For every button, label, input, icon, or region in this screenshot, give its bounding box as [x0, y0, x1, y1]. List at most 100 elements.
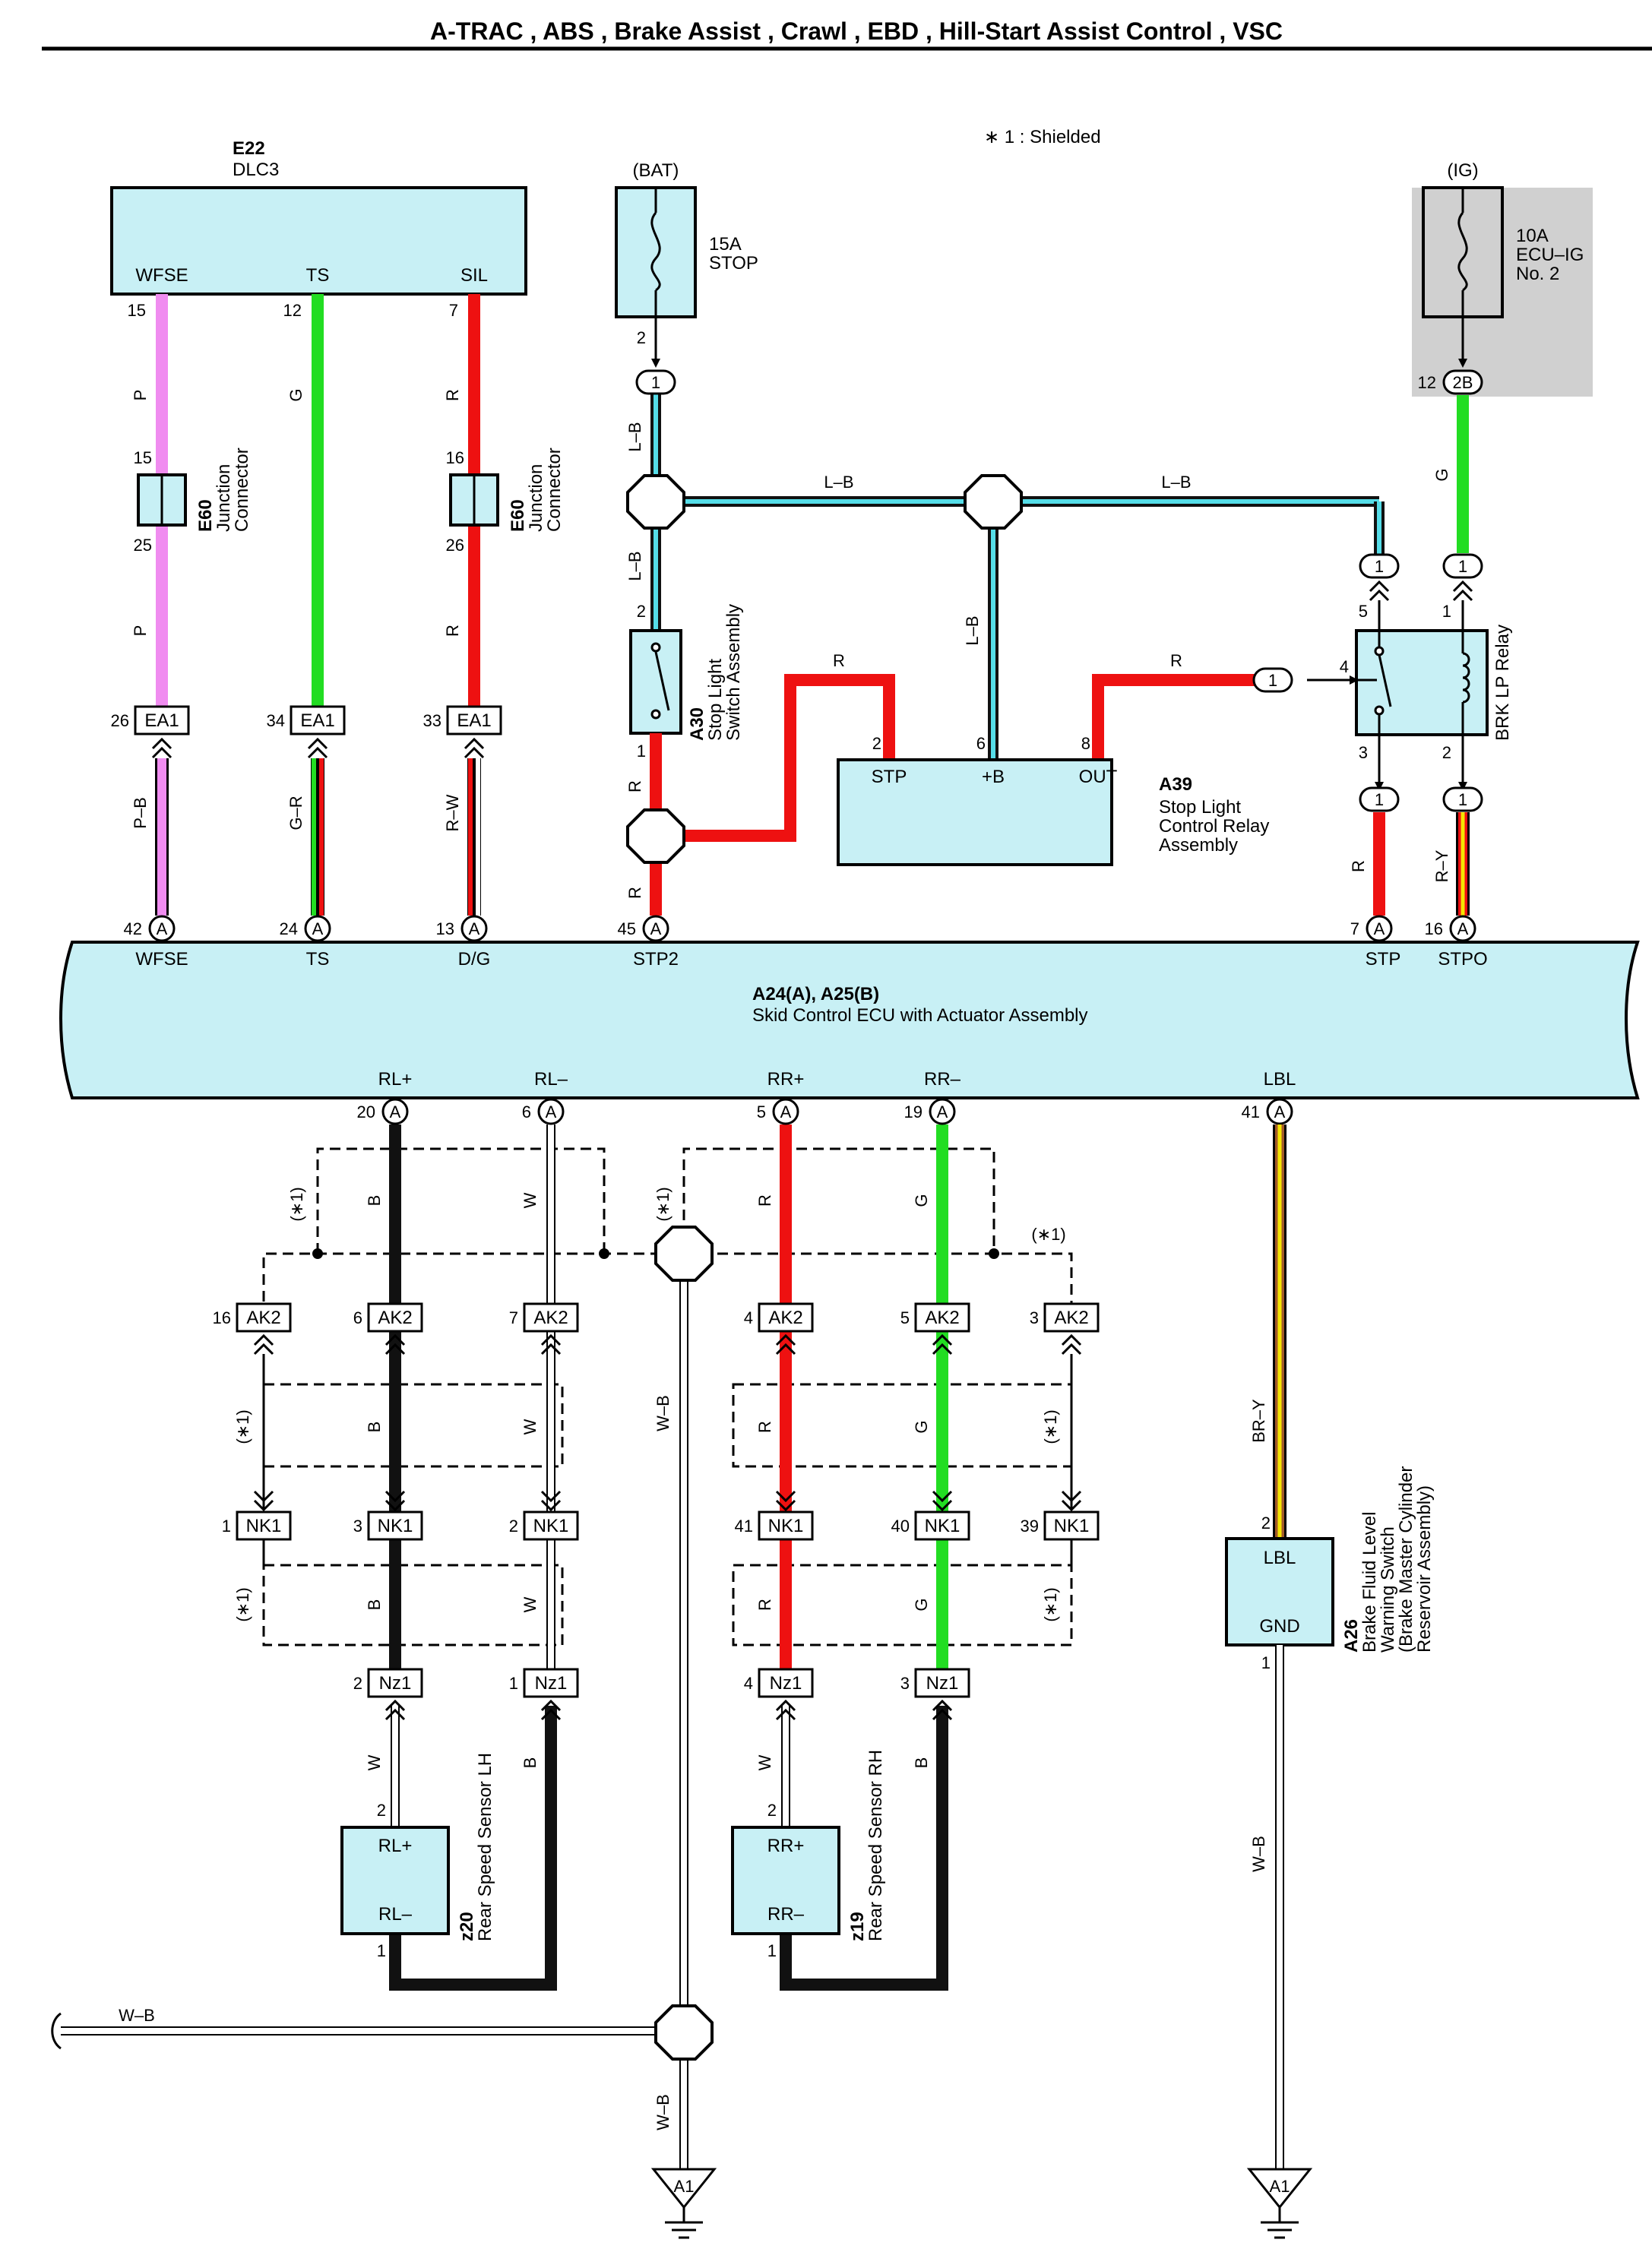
brk-lp-out-connector: 1: [1252, 667, 1359, 693]
svg-text:(IG): (IG): [1447, 160, 1478, 181]
ak2-connectors: AK2 16 AK2 6 AK2 7 AK2 4 AK2 5 AK2 3: [213, 1302, 1100, 1333]
ecu-bottom-pins: A 20 A 6 A 5 A 19 A 41: [357, 1098, 1293, 1125]
svg-text:1: 1: [637, 742, 646, 761]
svg-text:WFSE: WFSE: [135, 949, 188, 970]
svg-text:41: 41: [735, 1517, 753, 1536]
shield-note: ∗ 1 : Shielded: [984, 127, 1101, 147]
ig-green-wire: G: [1432, 395, 1469, 553]
nk1-connectors: NK1 1 NK1 3 NK1 2 NK1 41 NK1 40 NK1 39: [222, 1510, 1100, 1565]
svg-text:24: 24: [280, 919, 298, 938]
svg-text:P: P: [131, 390, 150, 401]
nz1-mating-arrows: [385, 1699, 953, 1721]
svg-text:1: 1: [377, 1941, 386, 1960]
svg-text:1: 1: [1442, 602, 1451, 621]
svg-text:(∗1): (∗1): [287, 1187, 306, 1221]
svg-text:RL+: RL+: [378, 1069, 413, 1090]
svg-text:R: R: [755, 1421, 774, 1433]
svg-text:AK2: AK2: [768, 1308, 802, 1328]
fuse-stop-connector: 1: [635, 317, 676, 395]
svg-text:B: B: [521, 1757, 540, 1769]
svg-text:2: 2: [377, 1801, 386, 1820]
svg-text:6: 6: [522, 1102, 531, 1121]
svg-text:26: 26: [111, 711, 129, 730]
svg-text:Reservoir Assembly): Reservoir Assembly): [1414, 1485, 1435, 1653]
svg-text:B: B: [365, 1195, 384, 1207]
svg-text:8: 8: [1081, 734, 1090, 753]
sensor-wires: B W R G B W R G B W R G W B W B: [365, 1125, 948, 1991]
svg-text:39: 39: [1021, 1517, 1039, 1536]
stop-light-switch: 2 1 A30 Stop Light Switch Assembly: [629, 602, 744, 761]
dlc3-pin-wfse: WFSE: [135, 265, 188, 286]
ak2-mating-arrows: [253, 1333, 1082, 1512]
svg-text:Stop Light: Stop Light: [705, 659, 726, 741]
svg-text:R: R: [625, 887, 644, 899]
svg-text:(Brake Master Cylinder: (Brake Master Cylinder: [1396, 1466, 1416, 1653]
svg-text:34: 34: [267, 711, 285, 730]
svg-text:2: 2: [1261, 1514, 1271, 1533]
svg-text:2: 2: [637, 602, 646, 621]
svg-text:13: 13: [436, 919, 454, 938]
svg-text:16: 16: [1425, 919, 1443, 938]
svg-text:RL+: RL+: [378, 1836, 413, 1856]
svg-text:L–B: L–B: [963, 615, 982, 645]
svg-text:5: 5: [900, 1308, 910, 1327]
svg-text:1: 1: [1375, 557, 1384, 576]
svg-text:1: 1: [1375, 790, 1384, 809]
svg-text:10A: 10A: [1516, 226, 1549, 246]
svg-text:A: A: [1457, 919, 1469, 938]
svg-text:ECU–IG: ECU–IG: [1516, 245, 1584, 265]
svg-text:A30: A30: [687, 707, 707, 741]
svg-text:26: 26: [446, 536, 464, 555]
red-wires-center: R R R R: [625, 651, 1265, 916]
svg-text:19: 19: [904, 1102, 923, 1121]
shield-labels: (∗1) (∗1) (∗1) (∗1) (∗1) (∗1) (∗1): [233, 1187, 1066, 1621]
svg-text:W: W: [365, 1754, 384, 1770]
svg-text:2: 2: [509, 1517, 518, 1536]
skid-control-ecu: A24(A), A25(B) Skid Control ECU with Act…: [59, 941, 1640, 1099]
svg-text:NK1: NK1: [768, 1516, 804, 1536]
svg-text:TS: TS: [306, 949, 330, 970]
svg-text:Connector: Connector: [544, 448, 565, 532]
ecu-top-pins: A 42 A 24 A 13 A 45 A 7 A 16: [124, 915, 1476, 942]
svg-text:P–B: P–B: [131, 797, 150, 829]
svg-text:NK1: NK1: [925, 1516, 961, 1536]
junction-connector-right: 16 26 E60 Junction Connector: [446, 448, 565, 555]
svg-text:4: 4: [744, 1674, 753, 1693]
svg-text:15: 15: [134, 448, 152, 467]
svg-text:A: A: [546, 1102, 557, 1121]
svg-text:Nz1: Nz1: [535, 1673, 568, 1694]
svg-text:E60: E60: [195, 499, 216, 532]
svg-text:12: 12: [283, 301, 302, 320]
svg-text:STP2: STP2: [633, 949, 679, 970]
svg-text:G: G: [912, 1194, 931, 1207]
svg-text:(∗1): (∗1): [654, 1187, 673, 1221]
svg-text:z20: z20: [457, 1912, 477, 1941]
svg-text:Nz1: Nz1: [379, 1673, 412, 1694]
svg-text:D/G: D/G: [458, 949, 491, 970]
svg-text:A: A: [469, 919, 480, 938]
svg-text:W–B: W–B: [654, 2094, 673, 2130]
svg-text:Warning Switch: Warning Switch: [1378, 1526, 1398, 1653]
splice-points-top: [626, 474, 1023, 530]
junction-connector-left: 15 25 E60 Junction Connector: [134, 448, 252, 555]
svg-text:G: G: [912, 1420, 931, 1433]
svg-text:R: R: [443, 389, 462, 401]
svg-text:A: A: [312, 919, 324, 938]
svg-text:G: G: [912, 1598, 931, 1611]
svg-text:16: 16: [213, 1308, 231, 1327]
svg-text:Junction: Junction: [526, 464, 546, 532]
svg-text:STP: STP: [872, 767, 907, 787]
svg-text:3: 3: [353, 1517, 362, 1536]
svg-text:NK1: NK1: [378, 1516, 413, 1536]
svg-text:3: 3: [900, 1674, 910, 1693]
svg-text:L–B: L–B: [625, 422, 644, 451]
svg-text:LBL: LBL: [1264, 1548, 1296, 1568]
svg-text:6: 6: [353, 1308, 362, 1327]
shield-dots: [312, 1248, 999, 1259]
svg-text:5: 5: [757, 1102, 766, 1121]
svg-text:A: A: [1374, 919, 1385, 938]
svg-text:W–B: W–B: [1249, 1836, 1268, 1872]
svg-text:A: A: [1274, 1102, 1286, 1121]
ea1-connectors: EA1 26 EA1 34 EA1 33: [111, 705, 502, 759]
svg-text:L–B: L–B: [1161, 473, 1191, 492]
